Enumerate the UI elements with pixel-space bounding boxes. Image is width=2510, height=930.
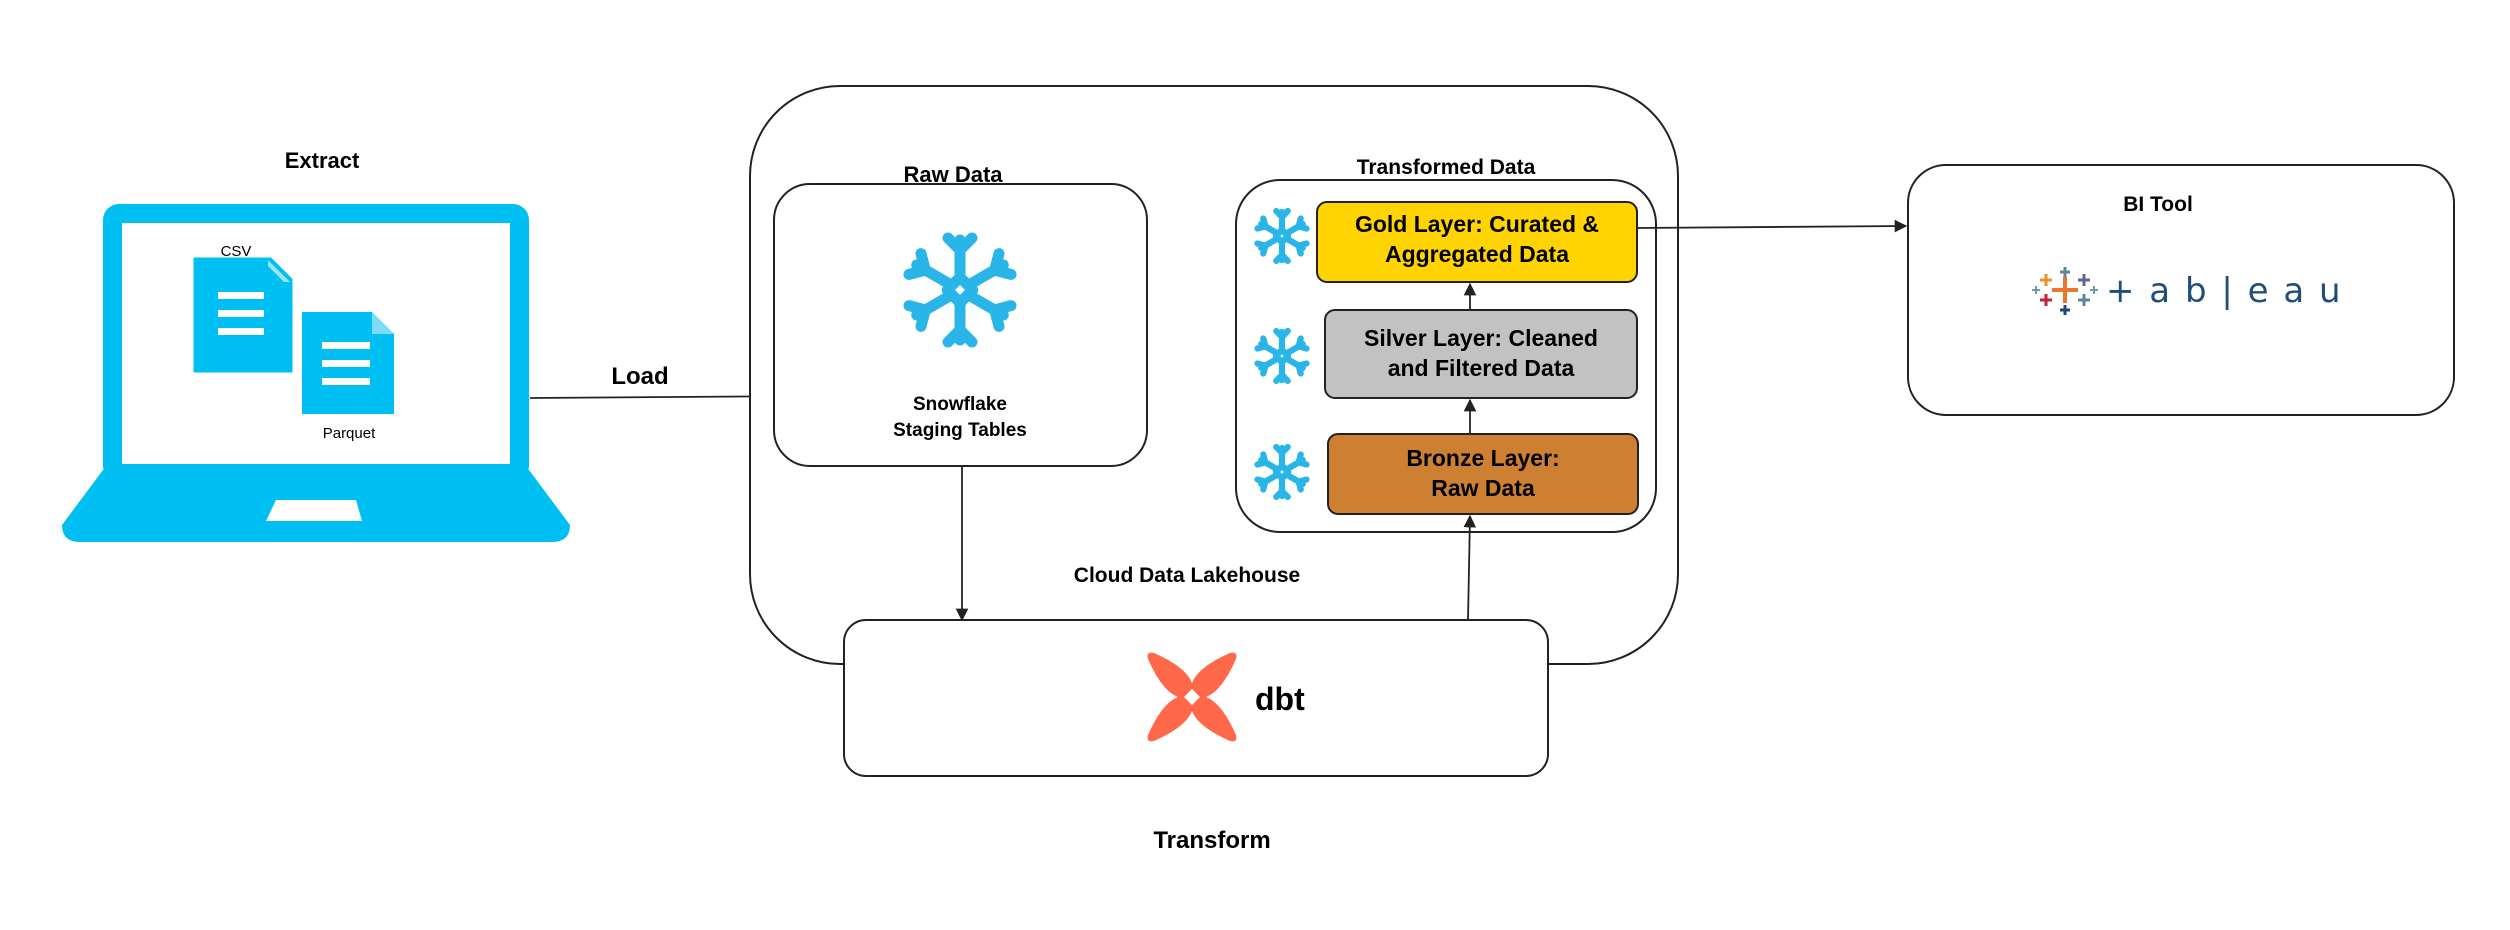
load-label: Load [611, 363, 668, 390]
transform-label: Transform [1153, 827, 1270, 854]
gold-line1: Gold Layer: Curated & [1355, 211, 1599, 237]
tableau-wordmark: + a b | e a u [2106, 271, 2343, 311]
document-icon [193, 257, 293, 373]
dbt-to-bronze-arrow [1463, 514, 1477, 621]
document-icon [302, 312, 394, 414]
bronze-layer-box [1327, 433, 1639, 515]
gold-line2: Aggregated Data [1385, 241, 1569, 267]
parquet-label: Parquet [323, 425, 376, 442]
gold-layer-box [1316, 201, 1638, 283]
bi-tool-box [1907, 164, 2455, 416]
bi-tool-label: BI Tool [2123, 193, 2193, 216]
dbt-label: dbt [1255, 681, 1305, 717]
csv-label: CSV [221, 243, 252, 260]
staging-line2: Staging Tables [893, 420, 1027, 441]
lakehouse-label: Cloud Data Lakehouse [1074, 564, 1300, 587]
silver-line1: Silver Layer: Cleaned [1364, 325, 1598, 351]
raw-data-title: Raw Data [903, 162, 1003, 187]
silver-layer-box [1324, 309, 1638, 399]
gold-to-bi-arrow [1636, 219, 1908, 233]
extract-label: Extract [285, 148, 360, 173]
transformed-data-title: Transformed Data [1357, 156, 1536, 179]
staging-line1: Snowflake [913, 394, 1007, 415]
bronze-line2: Raw Data [1431, 475, 1535, 501]
tableau-logo-icon [2032, 267, 2098, 315]
dbt-logo-icon [1147, 652, 1237, 742]
bronze-line1: Bronze Layer: [1406, 445, 1559, 471]
silver-line2: and Filtered Data [1388, 355, 1575, 381]
